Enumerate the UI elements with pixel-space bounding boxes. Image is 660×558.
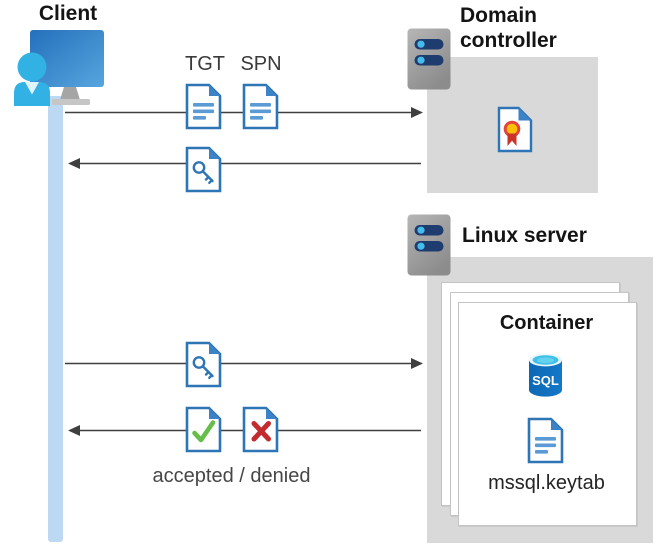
monitor-icon [30,30,104,87]
tgt-document-icon [185,83,222,130]
arrow-client-to-linux [65,358,423,369]
client-lifeline [48,96,63,542]
domain-controller-server-icon [407,28,451,90]
denied-document-icon [242,406,279,453]
container-card-front [458,302,637,526]
spn-document-icon [242,83,279,130]
client-label: Client [38,2,98,25]
sql-database-icon: SQL [529,353,562,397]
tgt-label: TGT [185,53,225,75]
accepted-denied-label: accepted / denied [152,465,311,487]
sql-badge-text: SQL [532,373,559,388]
certificate-icon [497,106,533,153]
accepted-document-icon [185,406,222,453]
cross-icon [251,421,271,442]
key-ticket-document-icon [185,341,222,388]
linux-server-label: Linux server [462,224,587,247]
monitor-base [52,99,90,105]
check-icon [192,420,216,443]
container-label: Container [499,312,594,334]
user-workstation-icon [14,30,104,106]
domain-controller-label: Domain controller [460,4,557,52]
linux-server-icon [407,214,451,276]
arrow-dc-to-client [68,158,421,169]
keytab-document-icon [527,417,564,464]
monitor-stand [60,87,80,100]
keytab-label: mssql.keytab [488,472,605,494]
person-icon [14,52,50,106]
spn-label: SPN [240,53,282,75]
key-ticket-document-icon [185,146,222,193]
